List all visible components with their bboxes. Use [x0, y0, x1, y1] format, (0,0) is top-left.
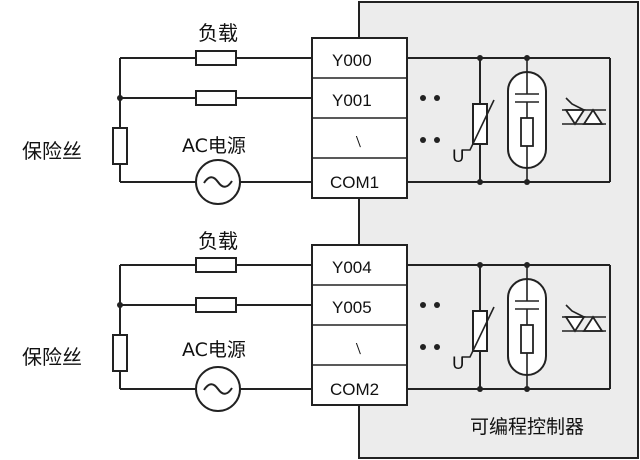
- load-resistor: [195, 257, 237, 273]
- terminal-label: Y004: [332, 258, 372, 277]
- terminal-block-2: Y004 Y005 ﹨ COM2: [311, 244, 408, 406]
- load-resistor: [195, 50, 237, 66]
- group-1: Y000 Y001 ﹨ COM1 负载 保险丝 AC电源: [22, 21, 611, 205]
- ac-source-label: AC电源: [182, 135, 246, 157]
- terminal-label: Y000: [332, 51, 372, 70]
- terminal-label: COM1: [330, 173, 379, 192]
- external-wiring-2: [117, 264, 312, 390]
- ac-source-symbol: [195, 159, 241, 205]
- fuse-symbol: [112, 334, 128, 372]
- varistor-label: U: [452, 354, 464, 374]
- fuse-label: 保险丝: [22, 139, 82, 163]
- ac-source-symbol: [195, 366, 241, 412]
- terminal-label: Y005: [332, 298, 372, 317]
- external-wiring-1: [117, 57, 312, 183]
- terminal-label: Y001: [332, 91, 372, 110]
- load-label: 负载: [198, 21, 238, 45]
- internal-circuit-1: U: [407, 55, 611, 185]
- varistor-label: U: [452, 147, 464, 167]
- internal-circuit-2: U: [407, 262, 611, 392]
- terminal-label: ﹨: [350, 338, 367, 357]
- terminal-label: COM2: [330, 380, 379, 399]
- fuse-label: 保险丝: [22, 345, 82, 369]
- ac-source-label: AC电源: [182, 339, 246, 361]
- fuse-symbol: [112, 127, 128, 165]
- load-label: 负载: [198, 229, 238, 253]
- terminal-label: ﹨: [350, 131, 367, 150]
- terminal-block-1: Y000 Y001 ﹨ COM1: [311, 37, 408, 199]
- load-resistor: [195, 90, 237, 106]
- controller-label: 可编程控制器: [470, 416, 584, 438]
- load-resistor: [195, 297, 237, 313]
- group-2: Y004 Y005 ﹨ COM2 负载 保险丝 AC电源: [22, 229, 611, 412]
